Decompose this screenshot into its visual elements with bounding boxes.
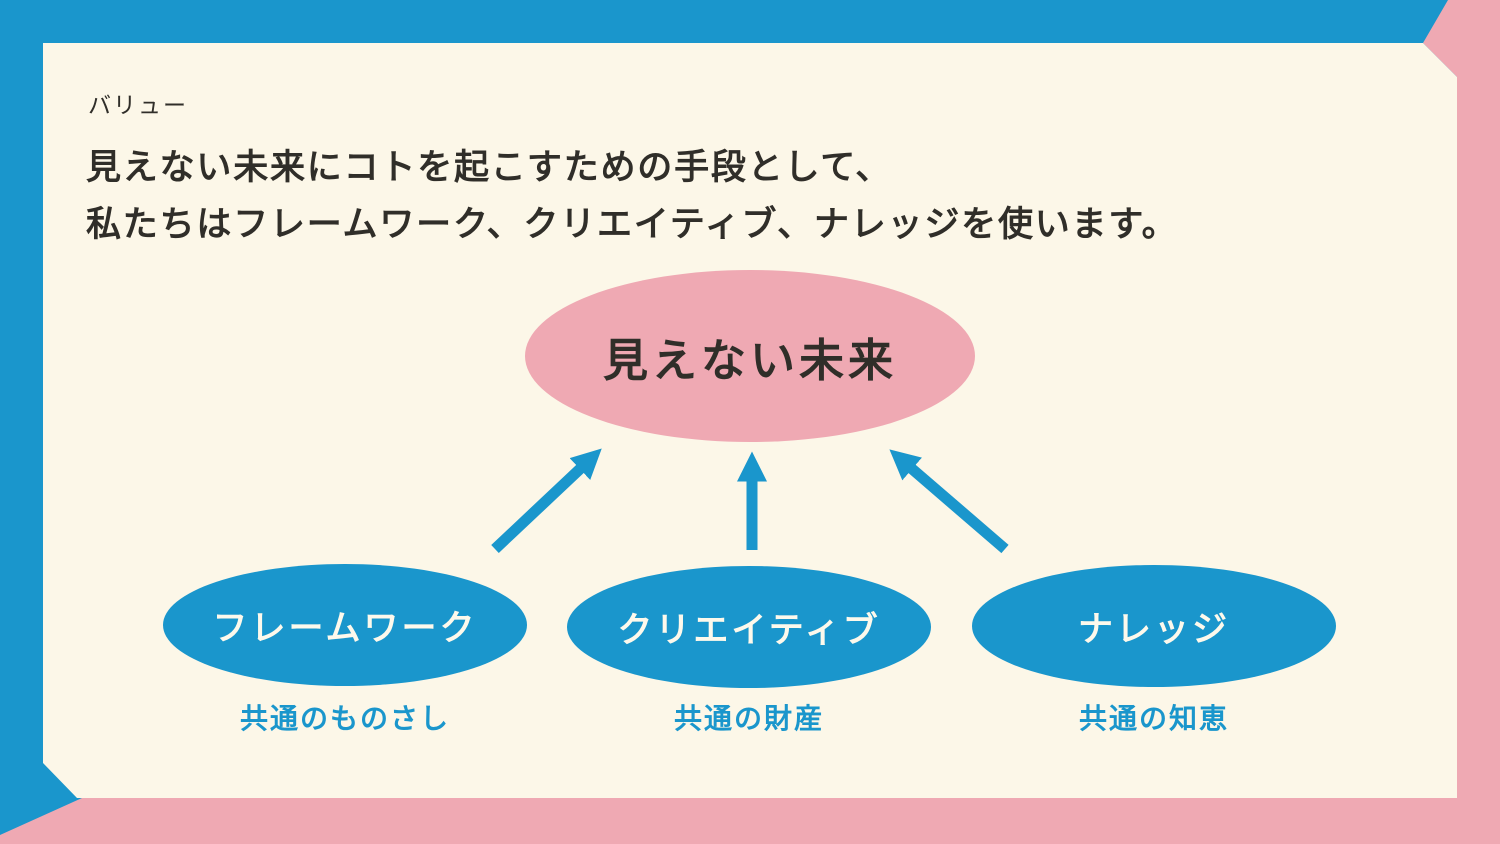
means-label-creative: クリエイティブ — [617, 610, 881, 650]
slide-kicker: バリュー — [88, 92, 188, 118]
heading-line-2: 私たちはフレームワーク、クリエイティブ、ナレッジを使います。 — [86, 205, 1179, 244]
means-ellipse-framework: フレームワーク — [163, 564, 527, 686]
means-ellipse-knowledge: ナレッジ — [972, 565, 1336, 687]
means-label-framework: フレームワーク — [212, 608, 478, 648]
goal-label: 見えない未来 — [602, 334, 897, 386]
means-ellipse-creative: クリエイティブ — [567, 566, 931, 688]
slide-heading: 見えない未来にコトを起こすための手段として、 私たちはフレームワーク、クリエイテ… — [86, 139, 1178, 253]
means-caption-knowledge: 共通の知恵 — [1078, 703, 1229, 734]
means-label-knowledge: ナレッジ — [1077, 609, 1230, 649]
means-caption-framework: 共通のものさし — [239, 703, 450, 734]
means-caption-creative: 共通の財産 — [673, 703, 824, 734]
goal-ellipse: 見えない未来 — [525, 270, 975, 442]
heading-line-1: 見えない未来にコトを起こすための手段として、 — [86, 148, 893, 187]
